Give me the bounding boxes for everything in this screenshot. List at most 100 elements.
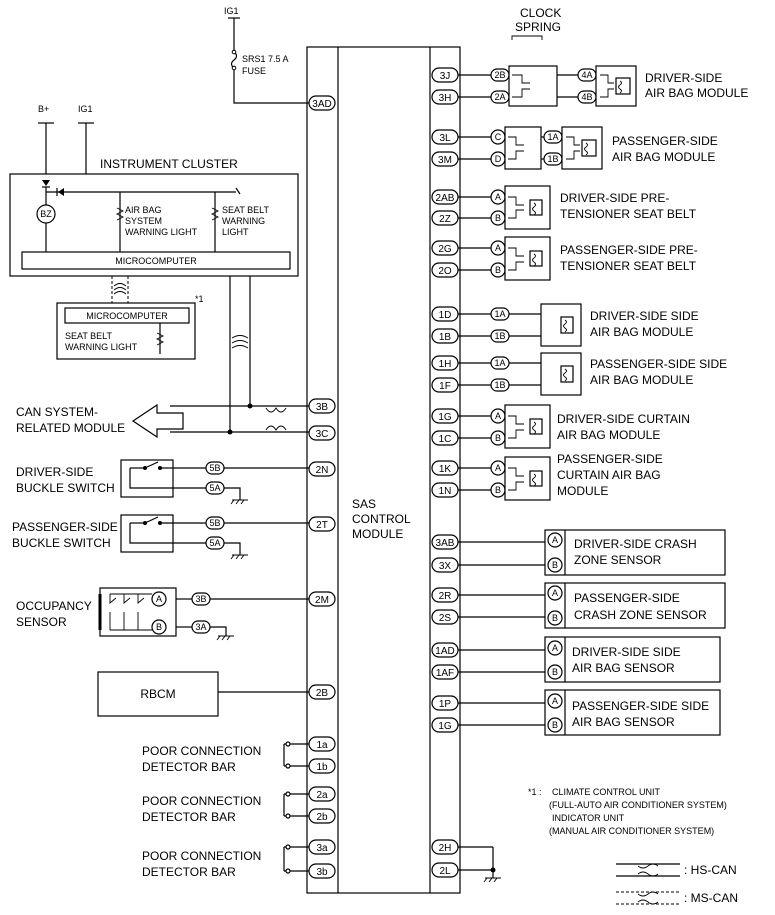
driver-crash-label-2: ZONE SENSOR	[574, 553, 662, 567]
pab-pin-1A: 1A	[547, 132, 558, 142]
driver-pretensioner-label-1: DRIVER-SIDE PRE-	[560, 191, 669, 205]
buckle-pin-5A: 5A	[209, 538, 220, 548]
pin-2T: 2T	[316, 520, 328, 531]
sub-microcomputer-label: MICROCOMPUTER	[86, 311, 168, 321]
sensor-pin-A: A	[552, 535, 558, 545]
airbag-pin-4A: 4A	[581, 70, 592, 80]
module-ground	[458, 846, 501, 883]
pin-3X: 3X	[439, 561, 452, 572]
sensor-pin-B: B	[552, 613, 558, 623]
pin-2H: 2H	[439, 843, 452, 854]
sub-light-label-2: WARNING LIGHT	[65, 342, 138, 352]
pin-2b: 2b	[316, 812, 328, 823]
pin-1a: 1a	[316, 740, 328, 751]
cluster-microcomputer-label: MICROCOMPUTER	[115, 256, 197, 266]
pin-1B: 1B	[494, 380, 505, 390]
pin-3M: 3M	[438, 155, 452, 166]
clock-pin-2B: 2B	[494, 70, 505, 80]
occupancy-pin-3B: 3B	[195, 594, 206, 604]
occupancy-sensor: OCCUPANCY SENSOR A B 3B 3A	[16, 587, 309, 641]
pin-B: B	[495, 213, 501, 223]
pcd1-label-2: DETECTOR BAR	[142, 760, 236, 774]
pin-B: B	[495, 485, 501, 495]
sub-seatbelt-light-icon	[155, 332, 165, 346]
pin-3J: 3J	[440, 71, 451, 82]
inflator-icon	[529, 199, 543, 216]
pin-2B: 2B	[316, 688, 329, 699]
passenger-airbag-module: C D 1A 1B PASSENGER-SIDE AIR BAG MODULE	[458, 126, 718, 170]
can-system-related-module: CAN SYSTEM- RELATED MODULE	[16, 403, 184, 439]
inflator-icon	[529, 418, 543, 435]
clock-pin-2A: 2A	[494, 92, 505, 102]
inflator-icon	[560, 316, 574, 334]
inflator-icon	[615, 77, 631, 95]
ground-icon	[216, 635, 234, 641]
sensor-pin-B: B	[552, 560, 558, 570]
driver-side-airbag-label-2: AIR BAG MODULE	[590, 325, 693, 339]
driver-buckle-label-1: DRIVER-SIDE	[16, 465, 93, 479]
pin-A: A	[495, 243, 501, 253]
pcd3-label-1: POOR CONNECTION	[142, 849, 261, 863]
occupancy-pin-B: B	[156, 622, 162, 632]
pin-3a: 3a	[316, 843, 328, 854]
module-label-2: CONTROL	[352, 512, 411, 526]
power-supply: IG1 SRS1 7.5 A FUSE	[224, 6, 309, 104]
passenger-buckle-label-2: BUCKLE SWITCH	[12, 536, 111, 550]
occupancy-switches-icon	[109, 593, 152, 631]
passenger-pretensioner-label-1: PASSENGER-SIDE PRE-	[560, 243, 698, 257]
pin-2AB: 2AB	[436, 193, 455, 204]
ground-icon	[230, 499, 248, 505]
clock-spring-label-1: CLOCK	[520, 6, 561, 20]
pin-1D: 1D	[439, 310, 452, 321]
pab-pin-C: C	[495, 132, 502, 142]
sensor-pin-A: A	[552, 696, 558, 706]
footnote-line-1: CLIMATE CONTROL UNIT	[552, 787, 661, 797]
pin-2Z: 2Z	[439, 214, 451, 225]
inflator-icon	[581, 139, 597, 157]
seatbelt-light-label-1: SEAT BELT	[222, 205, 270, 215]
pin-A: A	[495, 411, 501, 421]
buzzer-label: BZ	[40, 209, 52, 219]
pin-1AD: 1AD	[435, 646, 454, 657]
sensor-pin-A: A	[552, 588, 558, 598]
sensor-pin-B: B	[552, 667, 558, 677]
fuse-label-1: SRS1 7.5 A	[242, 54, 289, 64]
pcd2-label-2: DETECTOR BAR	[142, 810, 236, 824]
pin-A: A	[495, 463, 501, 473]
buckle-pin-5A: 5A	[209, 483, 220, 493]
airbag-warning-light-icon	[115, 207, 125, 221]
poor-connection-detector-3: POOR CONNECTION DETECTOR BAR	[142, 844, 309, 879]
hs-can-bus	[170, 276, 309, 435]
pin-1N: 1N	[439, 486, 452, 497]
rbcm-label: RBCM	[140, 687, 175, 701]
seatbelt-warning-light-icon	[210, 207, 220, 221]
seatbelt-light-label-2: WARNING	[222, 216, 265, 226]
pin-2a: 2a	[316, 790, 328, 801]
pin-2O: 2O	[438, 266, 452, 277]
ms-can-legend: : MS-CAN	[684, 891, 738, 905]
driver-airbag-label-1: DRIVER-SIDE	[645, 71, 722, 85]
ms-can-legend-icon	[616, 891, 680, 905]
airbag-light-label-2: SYSTEM	[125, 216, 162, 226]
passenger-airbag-label-1: PASSENGER-SIDE	[612, 134, 718, 148]
passenger-curtain-label-2: CURTAIN AIR BAG	[557, 468, 661, 482]
pin-2G: 2G	[438, 244, 452, 255]
passenger-side-airbag-module: 1A 1B PASSENGER-SIDE SIDE AIR BAG MODULE	[458, 352, 727, 396]
pin-1C: 1C	[439, 434, 452, 445]
airbag-light-label-3: WARNING LIGHT	[125, 227, 198, 237]
passenger-crash-label-1: PASSENGER-SIDE	[574, 591, 680, 605]
driver-side-airbag-module: 1A 1B DRIVER-SIDE SIDE AIR BAG MODULE	[458, 303, 699, 347]
sub-unit-mark: *1	[195, 294, 204, 304]
switch-icon	[144, 461, 159, 469]
passenger-pretensioner-label-2: TENSIONER SEAT BELT	[560, 259, 697, 273]
pin-3H: 3H	[439, 93, 452, 104]
pin-1F: 1F	[439, 381, 451, 392]
passenger-side-airbag-sensor: A B PASSENGER-SIDE SIDE AIR BAG SENSOR	[458, 689, 721, 736]
driver-curtain-label-2: AIR BAG MODULE	[557, 428, 660, 442]
passenger-buckle-label-1: PASSENGER-SIDE	[12, 520, 118, 534]
driver-buckle-label-2: BUCKLE SWITCH	[16, 481, 115, 495]
inflator-icon	[529, 470, 543, 487]
pin-2N: 2N	[316, 465, 329, 476]
pcd1-label-1: POOR CONNECTION	[142, 744, 261, 758]
clock-spring-label-2: SPRING	[515, 20, 561, 34]
